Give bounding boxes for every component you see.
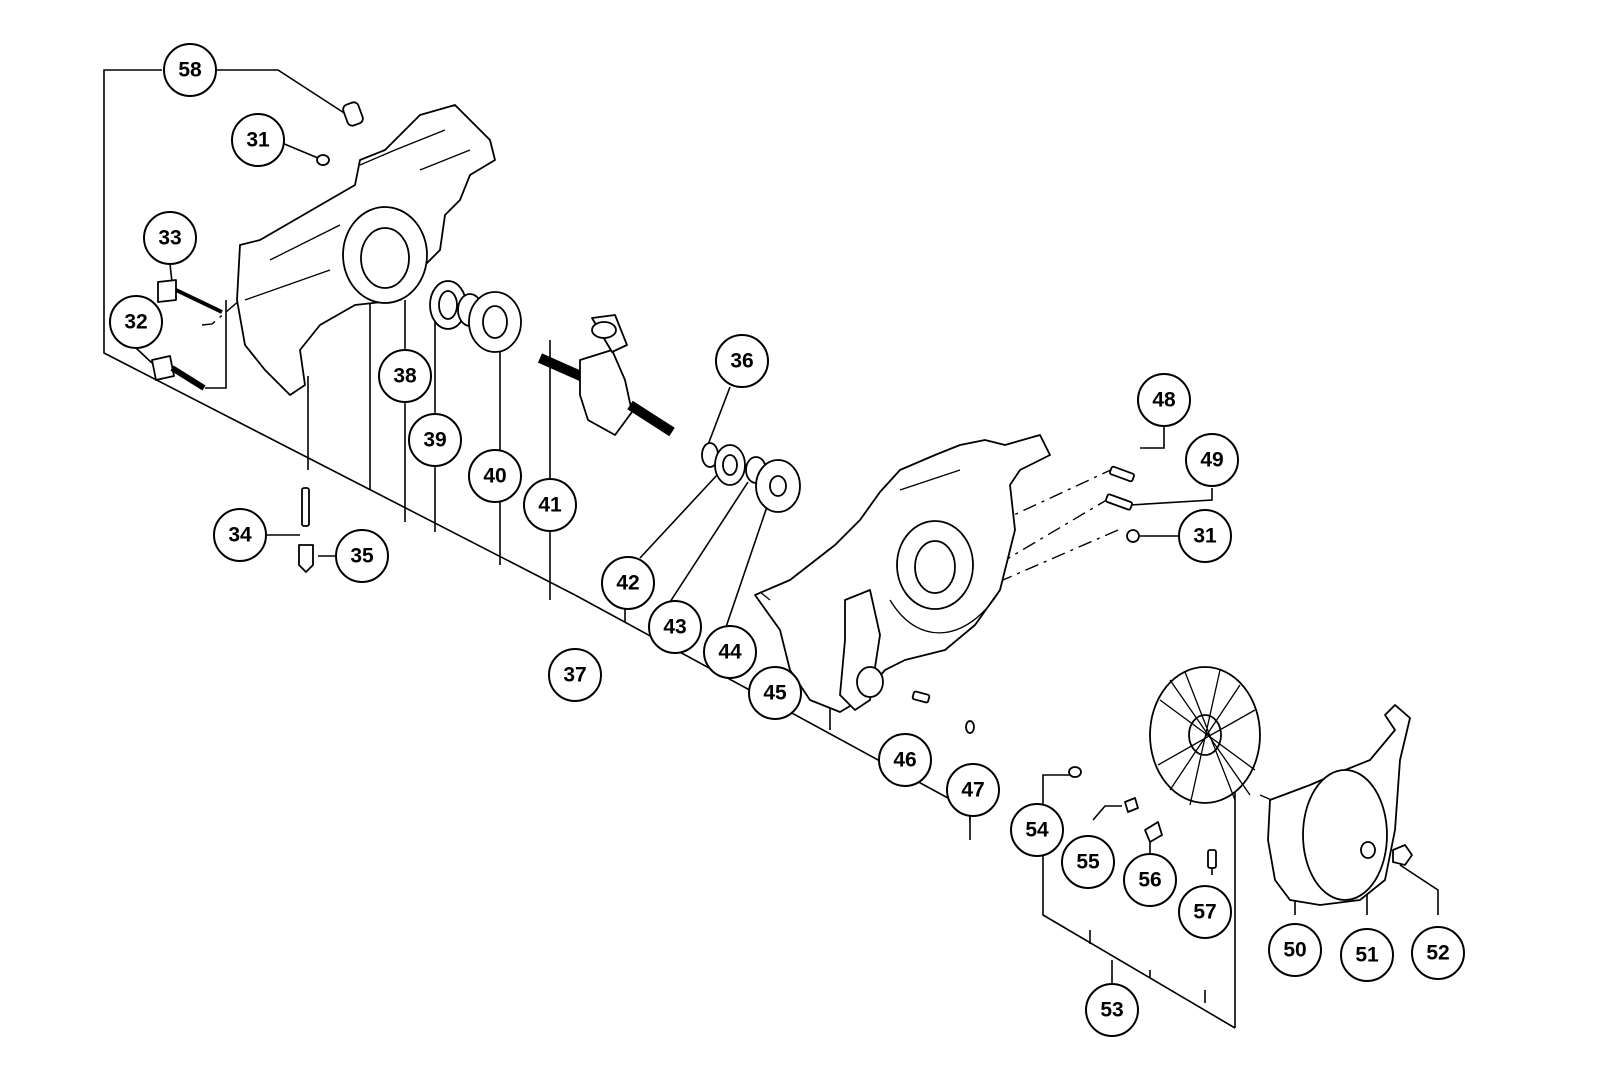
svg-text:31: 31 (1193, 525, 1217, 548)
svg-text:38: 38 (393, 365, 417, 388)
callout-50: 50 (1268, 923, 1322, 977)
callout-51: 51 (1340, 928, 1394, 982)
svg-text:52: 52 (1426, 942, 1449, 965)
callout-56: 56 (1123, 853, 1177, 907)
svg-text:34: 34 (228, 524, 252, 547)
callout-57: 57 (1178, 885, 1232, 939)
svg-text:32: 32 (124, 311, 147, 334)
svg-text:57: 57 (1193, 901, 1216, 924)
svg-text:49: 49 (1200, 449, 1223, 472)
svg-text:46: 46 (893, 749, 916, 772)
callout-34: 34 (213, 508, 267, 562)
svg-text:55: 55 (1076, 851, 1100, 874)
callout-35: 35 (335, 529, 389, 583)
svg-text:47: 47 (961, 779, 984, 802)
callout-49: 49 (1185, 433, 1239, 487)
plug-31a (316, 154, 330, 166)
left-crankcase (236, 104, 496, 396)
svg-text:50: 50 (1283, 939, 1306, 962)
callout-31: 31 (231, 113, 285, 167)
callout-38: 38 (378, 349, 432, 403)
callout-41: 41 (523, 478, 577, 532)
callout-39: 39 (408, 413, 462, 467)
callout-58: 58 (163, 43, 217, 97)
seal-bearing-42-44 (701, 442, 801, 513)
callout-46: 46 (878, 733, 932, 787)
callout-52: 52 (1411, 926, 1465, 980)
bolt-33 (157, 279, 223, 314)
bolt-32 (151, 355, 206, 391)
starter-cover (1267, 704, 1413, 906)
callout-37: 37 (548, 648, 602, 702)
small-fasteners-right (911, 465, 1140, 734)
callout-54: 54 (1010, 803, 1064, 857)
svg-text:45: 45 (763, 682, 787, 705)
callout-32: 32 (109, 295, 163, 349)
svg-text:54: 54 (1025, 819, 1049, 842)
flywheel-fasteners (1068, 766, 1217, 869)
svg-text:48: 48 (1152, 389, 1176, 412)
svg-text:58: 58 (178, 59, 202, 82)
callout-48: 48 (1137, 373, 1191, 427)
pin-58 (342, 101, 364, 127)
callout-44: 44 (703, 625, 757, 679)
callout-33: 33 (143, 211, 197, 265)
seal-bearing-39-41 (429, 280, 522, 353)
crankshaft (537, 314, 675, 437)
callout-45: 45 (748, 666, 802, 720)
svg-text:53: 53 (1100, 999, 1123, 1022)
callout-40: 40 (468, 449, 522, 503)
svg-text:41: 41 (538, 494, 562, 517)
callout-31-right: 31 (1178, 509, 1232, 563)
stud-34-35 (298, 487, 314, 573)
svg-text:56: 56 (1138, 869, 1161, 892)
svg-text:36: 36 (730, 350, 753, 373)
svg-text:31: 31 (246, 129, 270, 152)
svg-text:35: 35 (350, 545, 374, 568)
callout-43: 43 (648, 600, 702, 654)
flywheel (1149, 666, 1261, 806)
svg-text:42: 42 (616, 572, 639, 595)
callout-53: 53 (1085, 983, 1139, 1037)
svg-text:40: 40 (483, 465, 506, 488)
svg-text:37: 37 (563, 664, 586, 687)
callout-36: 36 (715, 334, 769, 388)
callout-47: 47 (946, 763, 1000, 817)
svg-text:39: 39 (423, 429, 446, 452)
callout-42: 42 (601, 556, 655, 610)
svg-text:51: 51 (1355, 944, 1379, 967)
svg-text:44: 44 (718, 641, 742, 664)
right-crankcase (754, 434, 1051, 713)
svg-text:33: 33 (158, 227, 181, 250)
callout-55: 55 (1061, 835, 1115, 889)
svg-text:43: 43 (663, 616, 686, 639)
